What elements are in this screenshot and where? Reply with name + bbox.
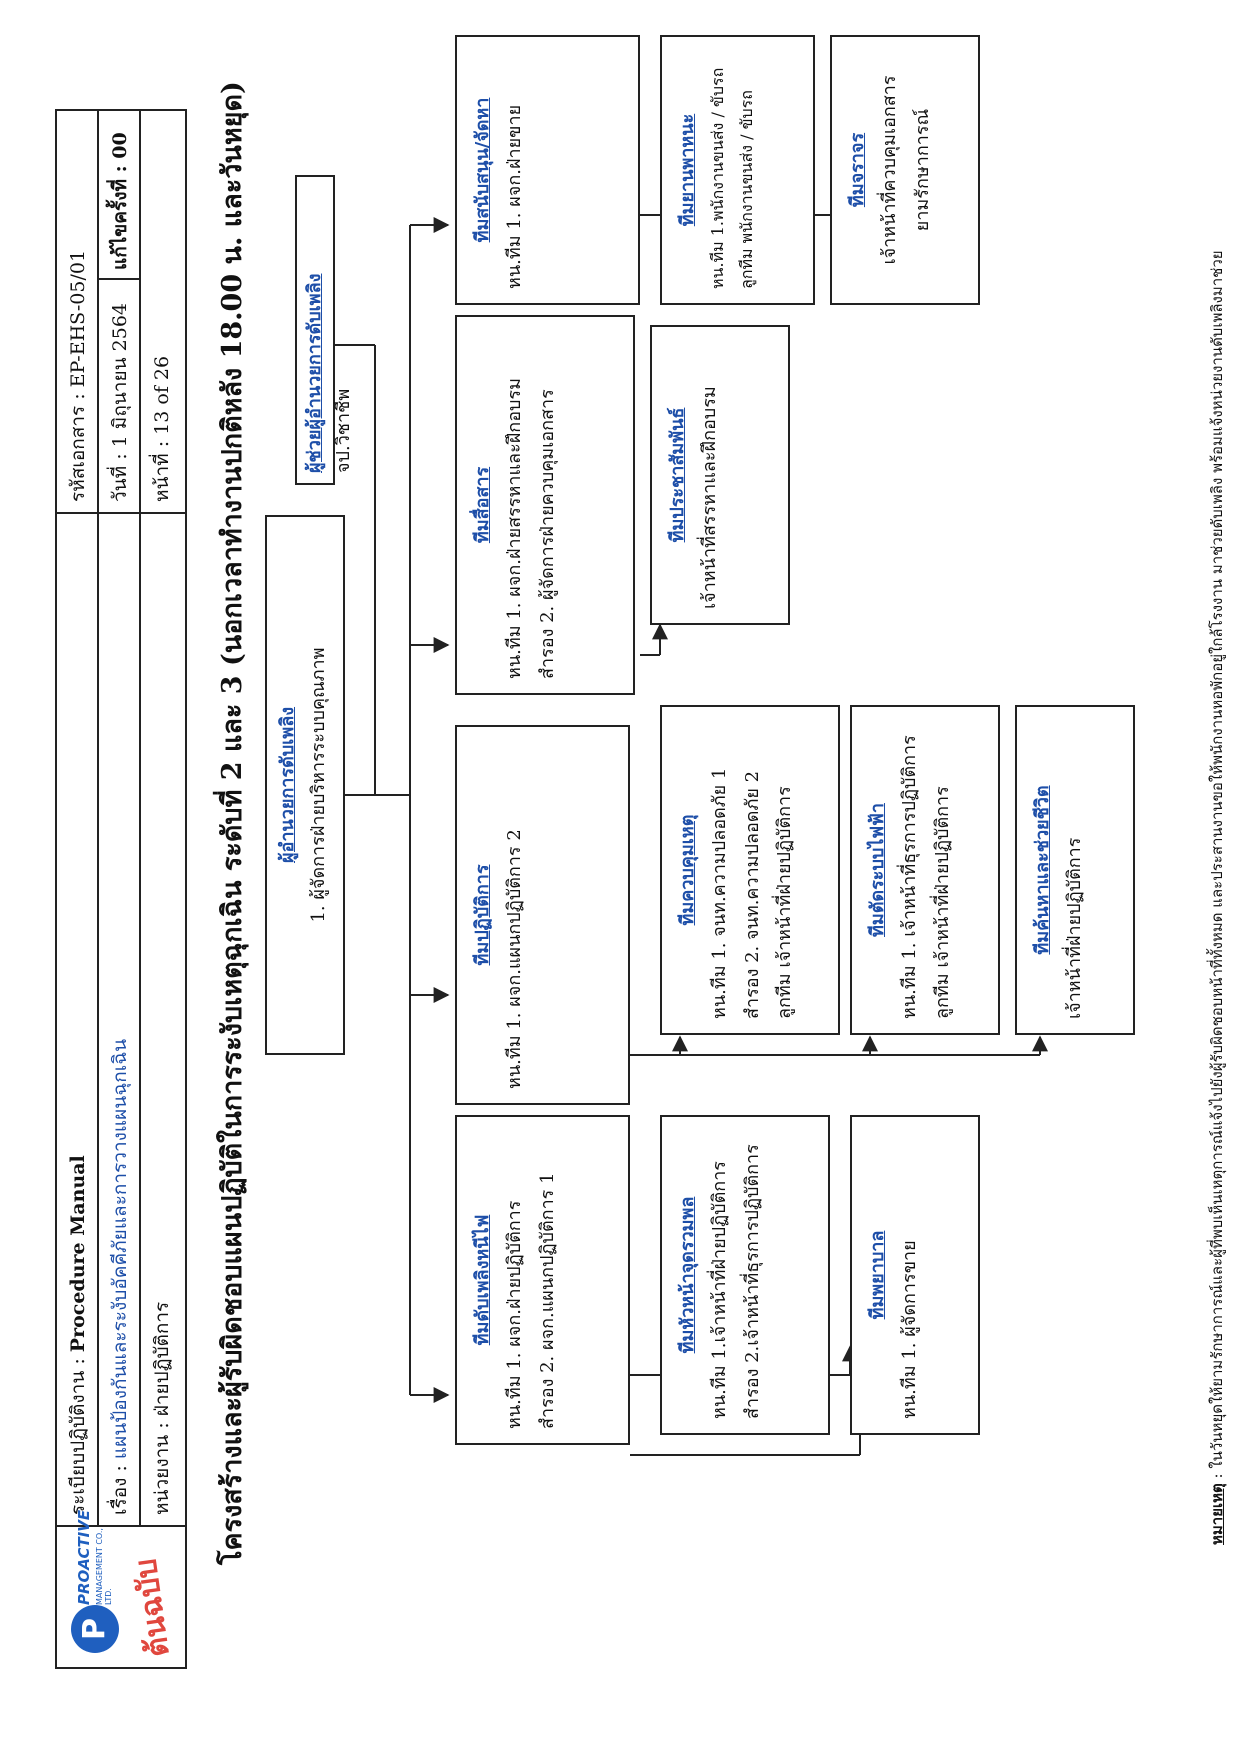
doc-page: หน้าที่ : 13 of 26 [151, 355, 173, 502]
team-firefight-line-1: หน.ทีม 1. ผจก.ฝ่ายปฏิบัติการ [504, 1200, 526, 1429]
team-operation-line-1: หน.ทีม 1. ผจก.แผนกปฏิบัติการ 2 [504, 829, 526, 1089]
team-traffic-line-2: ยามรักษาการณ์ [911, 108, 933, 232]
team-assembly-title: ทีมหัวหน้าจุดรวมพล [677, 1196, 698, 1354]
team-support-title: ทีมสนับสนุน/จัดหา [472, 97, 493, 243]
team-nurse-title: ทีมพยาบาล [867, 1230, 888, 1320]
team-assembly-line-2: สำรอง 2.เจ้าหน้าที่ธุรการปฏิบัติการ [741, 1144, 763, 1419]
team-vehicle-title: ทีมยานพาหนะ [677, 113, 698, 227]
team-rescue-line-1: เจ้าหน้าที่ฝ่ายปฏิบัติการ [1064, 837, 1086, 1019]
logo-p-icon: P [71, 1605, 119, 1653]
doc-code: รหัสเอกสาร : EP-EHS-05/01 [57, 111, 99, 512]
team-operation-box: ทีมปฏิบัติการ หน.ทีม 1. ผจก.แผนกปฏิบัติก… [455, 725, 630, 1105]
team-control-box: ทีมควบคุมเหตุ หน.ทีม 1. จนท.ความปลอดภัย … [660, 705, 840, 1035]
header-subject-row: เรื่อง : แผนป้องกันและระงับอัคคีภัยและกา… [99, 514, 141, 1525]
team-nurse-box: ทีมพยาบาล หน.ทีม 1. ผู้จัดการขาย [850, 1115, 980, 1435]
director-line-1: 1. ผู้จัดการฝ่ายบริหารระบบคุณภาพ [307, 647, 329, 923]
footnote-label: หมายเหตุ [1208, 1483, 1226, 1545]
team-traffic-line-1: เจ้าหน้าที่ควบคุมเอกสาร [879, 75, 901, 265]
team-support-box: ทีมสนับสนุน/จัดหา หน.ทีม 1. ผจก.ฝ่ายขาย [455, 35, 640, 305]
team-pr-title: ทีมประชาสัมพันธ์ [667, 407, 688, 543]
department-text: หน่วยงาน : ฝ่ายปฏิบัติการ [151, 1301, 173, 1515]
company-logo: P PROACTIVE MANAGEMENT CO., LTD. ต้นฉบับ [57, 1510, 185, 1667]
team-control-line-1: หน.ทีม 1. จนท.ความปลอดภัย 1 [709, 767, 731, 1019]
header-left-column: ระเบียบปฏิบัติงาน : Procedure Manual เรื… [57, 512, 185, 1525]
team-comm-line-1: หน.ทีม 1. ผจก.ฝ่ายสรรหาและฝึกอบรม [504, 378, 526, 679]
header-procedure-row: ระเบียบปฏิบัติงาน : Procedure Manual [57, 514, 99, 1525]
team-rescue-box: ทีมค้นหาและช่วยชีวิต เจ้าหน้าที่ฝ่ายปฏิบ… [1015, 705, 1135, 1035]
team-firefight-line-2: สำรอง 2. ผจก.แผนกปฏิบัติการ 1 [536, 1172, 558, 1429]
subject-label: เรื่อง : [109, 1459, 131, 1515]
team-control-line-3: ลูกทีม เจ้าหน้าที่ฝ่ายปฏิบัติการ [774, 786, 796, 1019]
document-header: P PROACTIVE MANAGEMENT CO., LTD. ต้นฉบับ… [55, 109, 187, 1669]
date-revision-row: วันที่ : 1 มิถุนายน 2564 แก้ไขครั้งที่ :… [99, 111, 141, 512]
team-operation-title: ทีมปฏิบัติการ [472, 864, 493, 966]
team-traffic-box: ทีมจราจร เจ้าหน้าที่ควบคุมเอกสาร ยามรักษ… [830, 35, 980, 305]
team-power-line-2: ลูกทีม เจ้าหน้าที่ฝ่ายปฏิบัติการ [931, 786, 953, 1019]
doc-date: วันที่ : 1 มิถุนายน 2564 [109, 303, 131, 502]
team-power-title: ทีมตัดระบบไฟฟ้า [867, 803, 888, 937]
date-divider [99, 278, 139, 280]
procedure-label: ระเบียบปฏิบัติงาน : [67, 1352, 89, 1515]
team-power-box: ทีมตัดระบบไฟฟ้า หน.ทีม 1. เจ้าหน้าที่ธุร… [850, 705, 1000, 1035]
team-comm-title: ทีมสื่อสาร [472, 466, 493, 544]
team-pr-box: ทีมประชาสัมพันธ์ เจ้าหน้าที่สรรหาและฝึกอ… [650, 325, 790, 625]
team-assembly-box: ทีมหัวหน้าจุดรวมพล หน.ทีม 1.เจ้าหน้าที่ฝ… [660, 1115, 830, 1435]
logo-subtitle: MANAGEMENT CO., LTD. [95, 1528, 113, 1605]
team-control-line-2: สำรอง 2. จนท.ความปลอดภัย 2 [741, 770, 763, 1019]
team-nurse-line-1: หน.ทีม 1. ผู้จัดการขาย [899, 1240, 921, 1419]
assistant-line: จป.วิชาชีพ [332, 388, 354, 473]
header-right-column: รหัสเอกสาร : EP-EHS-05/01 วันที่ : 1 มิถ… [57, 111, 185, 512]
footnote: หมายเหตุ : ในวันหยุดให้ยามรักษาการณ์และผ… [1205, 45, 1229, 1545]
team-vehicle-box: ทีมยานพาหนะ หน.ทีม 1.พนักงานขนส่ง / ขับร… [660, 35, 815, 305]
footnote-text: : ในวันหยุดให้ยามรักษาการณ์และผู้ที่พบเห… [1208, 250, 1226, 1484]
team-assembly-line-1: หน.ทีม 1.เจ้าหน้าที่ฝ่ายปฏิบัติการ [709, 1161, 731, 1419]
doc-revision: แก้ไขครั้งที่ : 00 [109, 132, 131, 270]
team-firefight-box: ทีมดับเพลิงหนีไฟ หน.ทีม 1. ผจก.ฝ่ายปฏิบั… [455, 1115, 630, 1445]
team-rescue-title: ทีมค้นหาและช่วยชีวิต [1032, 785, 1053, 955]
page-title: โครงสร้างและผู้รับผิดชอบแผนปฏิบัติในการร… [217, 81, 248, 1565]
assistant-box: ผู้ช่วยผู้อำนวยการดับเพลิง จป.วิชาชีพ [295, 175, 354, 485]
original-stamp: ต้นฉบับ [128, 1556, 177, 1659]
team-pr-line-1: เจ้าหน้าที่สรรหาและฝึกอบรม [699, 386, 721, 609]
procedure-value: Procedure Manual [67, 1155, 89, 1353]
assistant-title: ผู้ช่วยผู้อำนวยการดับเพลิง [304, 273, 325, 473]
header-department-row: หน่วยงาน : ฝ่ายปฏิบัติการ [141, 514, 183, 1525]
subject-value: แผนป้องกันและระงับอัคคีภัยและการวางแผนฉุ… [109, 1038, 131, 1460]
team-vehicle-line-1: หน.ทีม 1.พนักงานขนส่ง / ขับรถ [708, 67, 728, 289]
team-comm-box: ทีมสื่อสาร หน.ทีม 1. ผจก.ฝ่ายสรรหาและฝึก… [455, 315, 635, 695]
team-power-line-1: หน.ทีม 1. เจ้าหน้าที่ธุรการปฏิบัติการ [899, 735, 921, 1019]
team-firefight-title: ทีมดับเพลิงหนีไฟ [472, 1214, 493, 1346]
team-vehicle-line-2: ลูกทีม พนักงานขนส่ง / ขับรถ [737, 90, 757, 289]
director-box: ผู้อำนวยการดับเพลิง 1. ผู้จัดการฝ่ายบริห… [265, 515, 345, 1055]
director-title: ผู้อำนวยการดับเพลิง [277, 706, 298, 864]
team-comm-line-2: สำรอง 2. ผู้จัดการฝ่ายควบคุมเอกสาร [536, 389, 558, 679]
team-support-line-1: หน.ทีม 1. ผจก.ฝ่ายขาย [504, 104, 526, 289]
team-traffic-title: ทีมจราจร [847, 132, 868, 208]
team-control-title: ทีมควบคุมเหตุ [677, 814, 698, 926]
